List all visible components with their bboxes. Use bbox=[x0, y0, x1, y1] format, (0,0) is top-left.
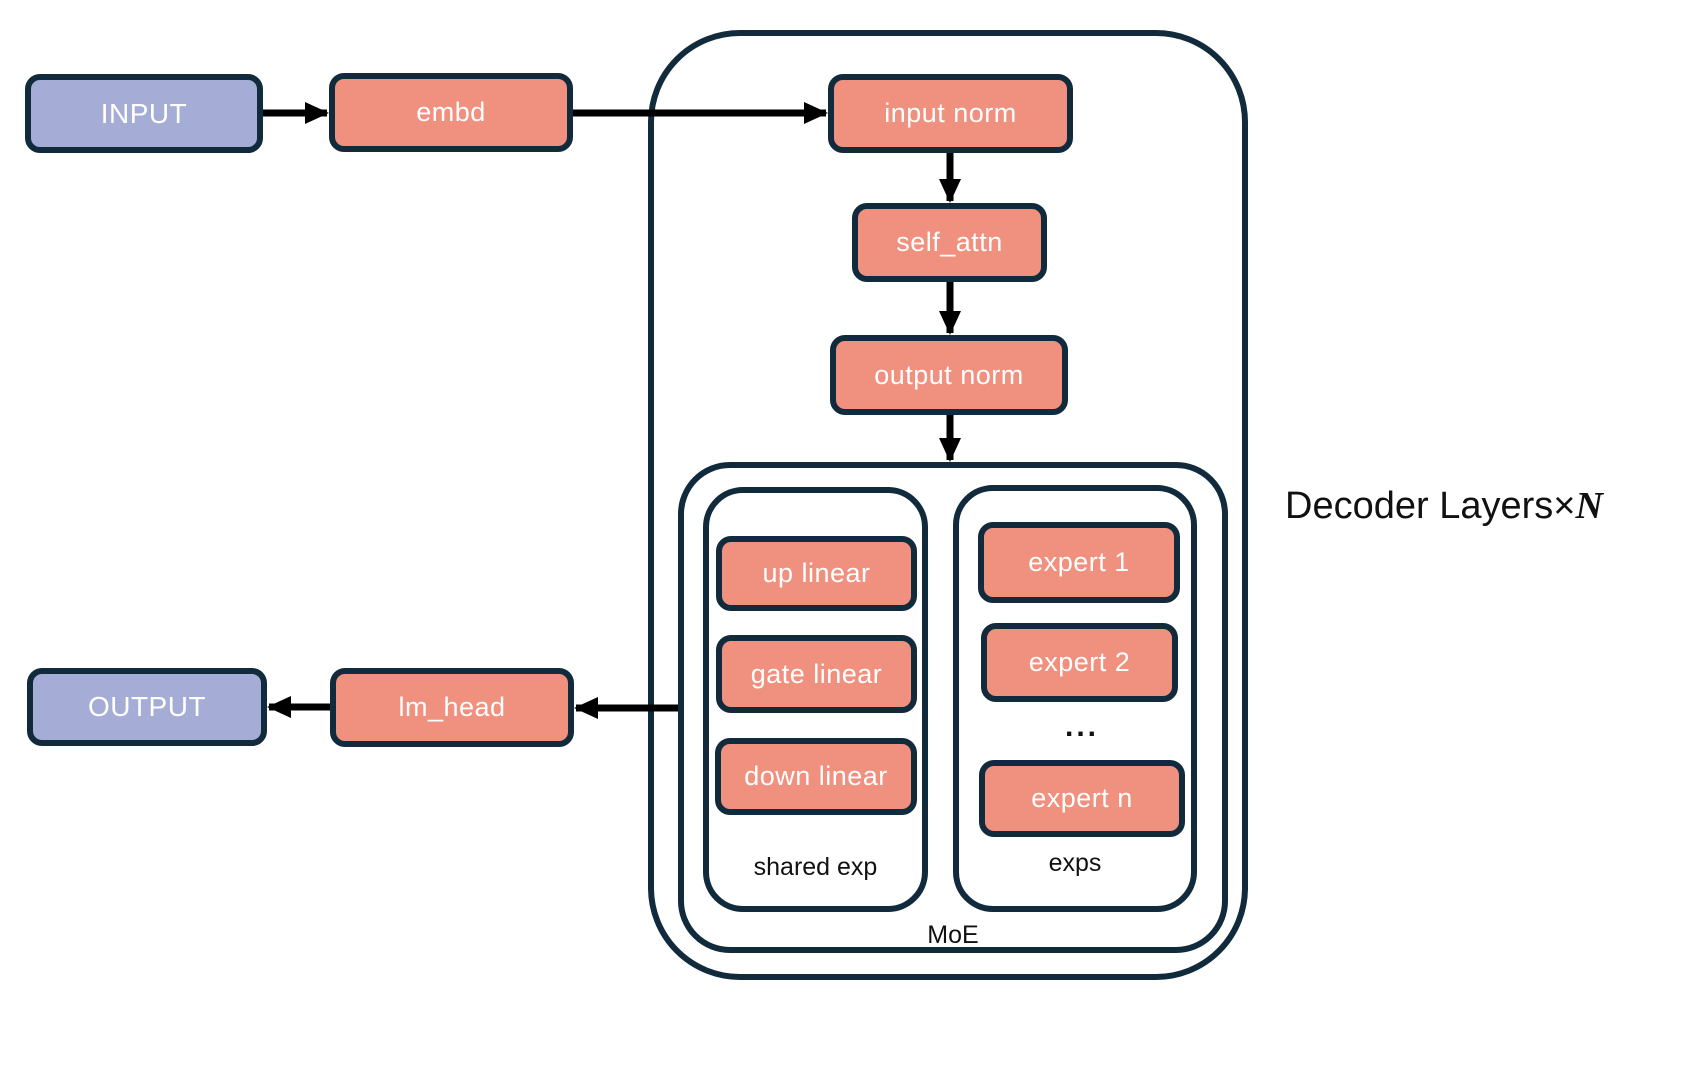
decoder-layers-label-n: N bbox=[1575, 485, 1603, 527]
moe-label: MoE bbox=[927, 921, 979, 949]
experts-ellipsis: ... bbox=[1064, 710, 1099, 743]
node-expert-1: expert 1 bbox=[978, 522, 1180, 603]
node-down-linear: down linear bbox=[715, 738, 917, 815]
node-output: OUTPUT bbox=[27, 668, 267, 746]
shared-exp-label: shared exp bbox=[753, 853, 878, 881]
node-input-norm: input norm bbox=[828, 74, 1073, 153]
decoder-layers-label: Decoder Layers×N bbox=[1285, 484, 1603, 528]
exps-container bbox=[953, 485, 1197, 912]
node-self-attn: self_attn bbox=[852, 203, 1047, 282]
node-expert-n: expert n bbox=[979, 760, 1185, 837]
moe-container bbox=[678, 462, 1228, 953]
shared-exp-container bbox=[703, 487, 928, 912]
exps-label: exps bbox=[1048, 849, 1102, 877]
node-embd: embd bbox=[329, 73, 573, 152]
node-expert-2: expert 2 bbox=[981, 623, 1178, 702]
node-output-norm: output norm bbox=[830, 335, 1068, 415]
decoder-layers-label-text: Decoder Layers× bbox=[1285, 485, 1576, 527]
decoder-layers-container bbox=[648, 30, 1248, 980]
node-input: INPUT bbox=[25, 74, 263, 153]
node-gate-linear: gate linear bbox=[716, 635, 917, 713]
node-up-linear: up linear bbox=[716, 536, 917, 611]
node-lm-head: lm_head bbox=[330, 668, 574, 747]
